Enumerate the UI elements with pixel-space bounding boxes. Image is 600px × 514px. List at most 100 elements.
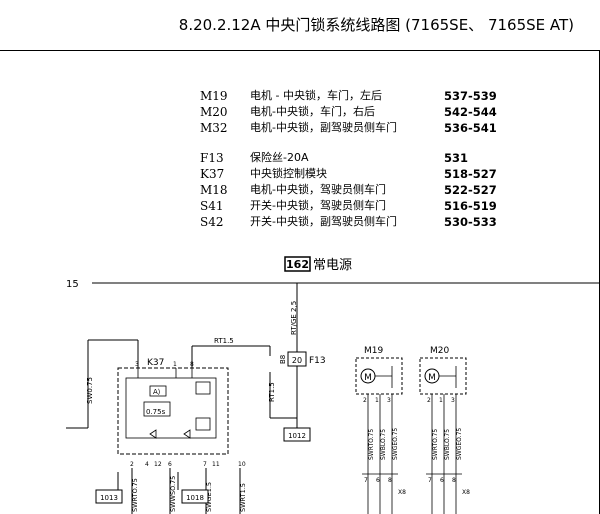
legend-desc: 电机-中央锁，驾驶员侧车门: [250, 183, 386, 196]
legend-code: S41: [200, 199, 224, 213]
legend-pages: 530-533: [444, 215, 497, 229]
legend-row: F13 保险丝-20A 531: [200, 150, 530, 166]
k37-pin-bottom: 6: [168, 461, 172, 468]
legend-pages: 537-539: [444, 89, 497, 103]
ref-1018: 1018: [186, 494, 204, 502]
motor-pin: 2: [427, 397, 431, 404]
fuse-terminal-label: B8: [279, 355, 287, 364]
wire-sw075-label: SW0.75: [86, 377, 94, 404]
connector-pin: 8: [452, 477, 456, 484]
power-label: 常电源: [313, 258, 352, 273]
rail-number: 15: [66, 279, 79, 290]
k37-pin-bottom: 7: [203, 461, 207, 468]
wire-label: SWRT1.5: [239, 483, 247, 512]
k37-pin-top: 8: [190, 361, 194, 368]
legend-code: M32: [200, 121, 228, 135]
wire-label: SWGE1.5: [205, 482, 213, 512]
k37-pin-top: 1: [173, 361, 177, 368]
wire-label: SWRTO.75: [432, 429, 439, 460]
motor-icon-glyph: M: [364, 373, 372, 383]
power-ref: 162: [286, 258, 309, 271]
legend-code: M18: [200, 183, 228, 197]
power-ref-box: [284, 256, 311, 272]
wire-label: SWGEO.75: [392, 428, 399, 460]
legend-row: S41 开关-中央锁，驾驶员侧车门 516-519: [200, 198, 530, 214]
motor-pin: 3: [451, 397, 455, 404]
k37-inner-block: [125, 377, 217, 439]
legend-code: F13: [200, 151, 224, 165]
connector-pin: 8: [388, 477, 392, 484]
k37-pin-bottom: 12: [154, 461, 162, 468]
wire-label: SWRTO.75: [131, 478, 139, 512]
legend-row: S42 开关-中央锁，副驾驶员侧车门 530-533: [200, 214, 530, 230]
motor-pin: 3: [387, 397, 391, 404]
legend-row: M18 电机-中央锁，驾驶员侧车门 522-527: [200, 182, 530, 198]
ref-1013: 1013: [100, 494, 118, 502]
k37-pin-bottom: 10: [238, 461, 246, 468]
k37-relay-a: [195, 381, 211, 395]
legend-pages: 536-541: [444, 121, 497, 135]
motor-m19-housing: [355, 357, 403, 395]
legend-desc: 开关-中央锁，驾驶员侧车门: [250, 199, 386, 212]
motor-pin: 2: [363, 397, 367, 404]
page-title: 8.20.2.12A 中央门锁系统线路图 (7165SE、 7165SE AT): [178, 16, 574, 34]
ref-box-1013: [95, 489, 123, 504]
legend-desc: 开关-中央锁，副驾驶员侧车门: [250, 215, 397, 228]
k37-pin-bottom: 2: [130, 461, 134, 468]
wire-rt15-vert-label: RT1.5: [268, 382, 276, 402]
legend-pages: 531: [444, 151, 469, 165]
motor-pin: 1: [375, 397, 379, 404]
wire-label: SWGEO.75: [456, 428, 463, 460]
fuse-label: F13: [309, 356, 326, 366]
k37-label: K37: [147, 358, 164, 368]
motor-label: M20: [430, 346, 449, 356]
legend-code: M20: [200, 105, 228, 119]
legend-row: K37 中央锁控制模块 518-527: [200, 166, 530, 182]
connector-pin: 6: [376, 477, 380, 484]
k37-relay-icon: A⟩: [153, 388, 161, 396]
wire-label: SWWSO.75: [169, 476, 177, 512]
k37-relay-b: [195, 417, 211, 431]
k37-relay-coil: [149, 385, 167, 397]
k37-pin-bottom: 11: [212, 461, 220, 468]
legend-desc: 电机-中央锁，车门，右后: [250, 105, 375, 118]
ref-box-1012: [283, 427, 311, 442]
ref-box-1018: [181, 489, 209, 504]
k37-diode: [183, 429, 191, 439]
legend-pages: 518-527: [444, 167, 497, 181]
wire-rt15-top-label: RT1.5: [214, 337, 234, 345]
legend-pages: 516-519: [444, 199, 497, 213]
legend-code: M19: [200, 89, 228, 103]
wire-label: SWBLO.75: [380, 429, 387, 460]
motor-m20-housing: [419, 357, 467, 395]
motor-label: M19: [364, 346, 383, 356]
k37-pin-bottom: 4: [145, 461, 149, 468]
connector-label: X8: [462, 489, 470, 496]
k37-module: [117, 367, 229, 455]
connector-pin: 7: [428, 477, 432, 484]
legend-pages: 522-527: [444, 183, 497, 197]
fuse-wire-label: RT/GE 2,5: [290, 301, 298, 335]
legend-desc: 中央锁控制模块: [250, 167, 327, 180]
k37-timer: [143, 401, 171, 417]
k37-pin-top: 3: [135, 361, 139, 368]
connector-pin: 6: [440, 477, 444, 484]
connector-pin: 7: [364, 477, 368, 484]
ref-1012: 1012: [288, 432, 306, 440]
wire-label: SWRTO.75: [368, 429, 375, 460]
legend-code: K37: [200, 167, 225, 181]
legend-code: S42: [200, 215, 224, 229]
motor-pin: 1: [439, 397, 443, 404]
legend-desc: 电机 - 中央锁，车门，左后: [250, 89, 382, 102]
motor-icon-glyph: M: [428, 373, 436, 383]
component-legend: M19 电机 - 中央锁，车门，左后 537-539 M20 电机-中央锁，车门…: [200, 88, 530, 230]
k37-diode: [149, 429, 157, 439]
legend-desc: 保险丝-20A: [250, 151, 309, 164]
legend-desc: 电机-中央锁，副驾驶员侧车门: [250, 121, 397, 134]
fuse-f13: [287, 351, 307, 367]
legend-pages: 542-544: [444, 105, 497, 119]
k37-time: 0.75s: [146, 408, 166, 416]
legend-row: M32 电机-中央锁，副驾驶员侧车门 536-541: [200, 120, 530, 136]
legend-row: M19 电机 - 中央锁，车门，左后 537-539: [200, 88, 530, 104]
